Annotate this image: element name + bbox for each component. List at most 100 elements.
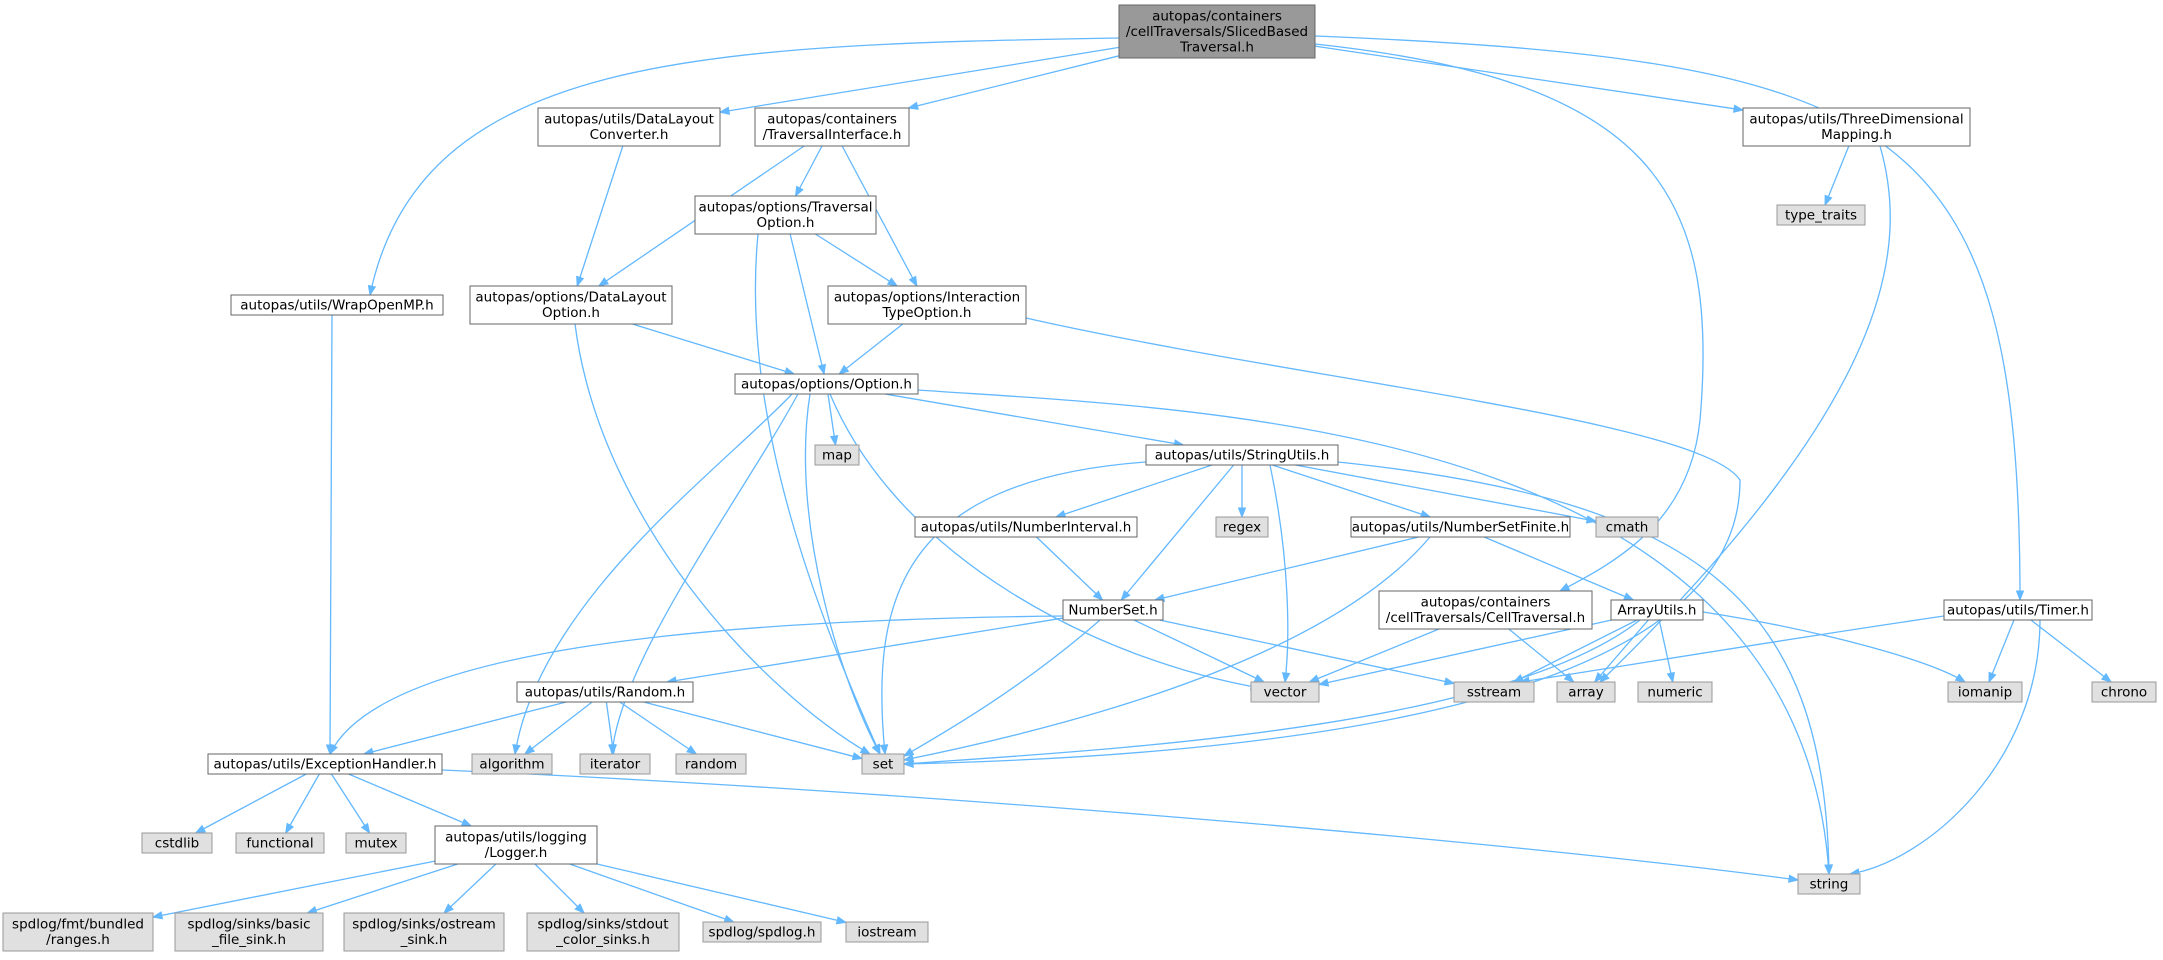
edge-arrutils-to-iomanip: [1702, 611, 1967, 683]
node-numset[interactable]: NumberSet.h: [1062, 599, 1164, 621]
node-iterator: iterator: [579, 753, 651, 775]
edge-arrowhead: [1281, 672, 1291, 684]
node-box: [861, 753, 905, 775]
node-box: [827, 285, 1027, 325]
node-box: [1742, 107, 1971, 147]
node-random_h[interactable]: autopas/utils/Random.h: [516, 681, 694, 703]
node-strutils[interactable]: autopas/utils/StringUtils.h: [1145, 444, 1339, 466]
edge-line: [1159, 619, 1455, 685]
nodes-layer: autopas/containers/cellTraversals/Sliced…: [2, 4, 2157, 952]
edge-strutils-to-numsetfin: [1272, 464, 1432, 519]
edge-arrowhead: [574, 903, 585, 914]
node-logger[interactable]: autopas/utils/logging/Logger.h: [434, 825, 598, 865]
edge-dlopt-to-set: [574, 323, 872, 755]
node-label-line: iterator: [590, 756, 641, 772]
edge-line: [881, 461, 1147, 755]
edge-dlopt-to-option: [632, 323, 796, 376]
edge-trvif-to-trvopt: [794, 145, 823, 198]
node-label-line: set: [873, 756, 894, 772]
edge-line: [1120, 464, 1235, 601]
node-label-line: autopas/utils/NumberSetFinite.h: [1352, 519, 1569, 535]
edge-root-to-tdm: [1314, 45, 1745, 113]
node-exh[interactable]: autopas/utils/ExceptionHandler.h: [207, 753, 443, 775]
edge-line: [152, 860, 436, 918]
edge-line: [611, 393, 799, 755]
edge-line: [841, 145, 918, 287]
edge-arrowhead: [886, 277, 899, 287]
edge-arrowhead: [1253, 674, 1266, 683]
node-numsetfin[interactable]: autopas/utils/NumberSetFinite.h: [1350, 516, 1571, 538]
edge-line: [815, 233, 898, 287]
node-label-line: functional: [246, 835, 313, 851]
node-cmath: cmath: [1595, 516, 1659, 538]
node-box: [434, 825, 598, 865]
edge-root-to-celltrv: [1314, 43, 1704, 592]
node-box: [2, 912, 154, 952]
edge-arrowhead: [1237, 507, 1247, 519]
edge-logger-to-spd_ranges: [151, 860, 436, 920]
node-label-line: iomanip: [1958, 684, 2012, 700]
node-label-line: Converter.h: [590, 127, 669, 143]
node-numeric: numeric: [1637, 681, 1713, 703]
node-label-line: autopas/containers: [1152, 8, 1282, 24]
edge-line: [330, 773, 371, 834]
edge-line: [829, 393, 1261, 689]
edge-line: [666, 617, 1064, 683]
edge-exh-to-string: [441, 769, 1800, 883]
node-box: [235, 832, 325, 854]
node-type_traits: type_traits: [1776, 204, 1866, 226]
node-box: [914, 516, 1138, 538]
node-label-line: ArrayUtils.h: [1618, 602, 1697, 618]
edge-arrowhead: [851, 752, 864, 761]
node-cstdlib: cstdlib: [141, 832, 213, 854]
edge-arrowhead: [794, 185, 804, 198]
node-root[interactable]: autopas/containers/cellTraversals/Sliced…: [1118, 4, 1316, 59]
node-wrapomp[interactable]: autopas/utils/WrapOpenMP.h: [230, 294, 444, 316]
edge-arrowhead: [1988, 671, 1997, 684]
node-option[interactable]: autopas/options/Option.h: [734, 373, 919, 395]
node-box: [579, 753, 651, 775]
edge-strutils-to-vector: [1269, 464, 1291, 684]
edge-arrowhead: [1563, 672, 1575, 683]
node-trvif[interactable]: autopas/containers/TraversalInterface.h: [754, 107, 910, 147]
edge-arrowhead: [907, 101, 919, 110]
edge-arrowhead: [1054, 509, 1067, 519]
node-label-line: /TraversalInterface.h: [763, 127, 902, 143]
edge-timer-to-iomanip: [1988, 619, 2015, 684]
node-label-line: autopas/utils/Timer.h: [1947, 602, 2089, 618]
edge-arrowhead: [817, 363, 826, 376]
edge-arrowhead: [1585, 515, 1598, 524]
node-functional: functional: [235, 832, 325, 854]
edge-timer-to-chrono: [2030, 619, 2113, 683]
node-label-line: cstdlib: [155, 835, 199, 851]
edge-arrowhead: [597, 277, 610, 287]
node-celltrv[interactable]: autopas/containers/cellTraversals/CellTr…: [1378, 590, 1593, 630]
edge-strutils-to-string: [1337, 461, 1834, 876]
node-numint[interactable]: autopas/utils/NumberInterval.h: [914, 516, 1138, 538]
node-box: [1062, 599, 1164, 621]
edge-line: [1483, 536, 1634, 601]
edge-arrowhead: [512, 743, 521, 756]
edge-line: [576, 145, 624, 287]
node-timer[interactable]: autopas/utils/Timer.h: [1943, 599, 2093, 621]
edge-line: [329, 314, 333, 755]
node-arrutils[interactable]: ArrayUtils.h: [1610, 599, 1704, 621]
edge-line: [643, 701, 863, 760]
node-label-line: _color_sinks.h: [555, 932, 650, 948]
edge-arrowhead: [1443, 677, 1456, 686]
edge-arrowhead: [1824, 194, 1833, 207]
node-box: [1947, 681, 2023, 703]
node-label-line: spdlog/sinks/stdout: [537, 917, 668, 933]
edge-arrowhead: [460, 818, 473, 827]
node-box: [1250, 681, 1320, 703]
edge-arrowhead: [285, 822, 295, 835]
node-label-line: autopas/utils/DataLayout: [544, 112, 714, 128]
edge-line: [903, 619, 1641, 765]
edge-exh-to-functional: [285, 773, 320, 835]
edge-line: [569, 863, 734, 923]
